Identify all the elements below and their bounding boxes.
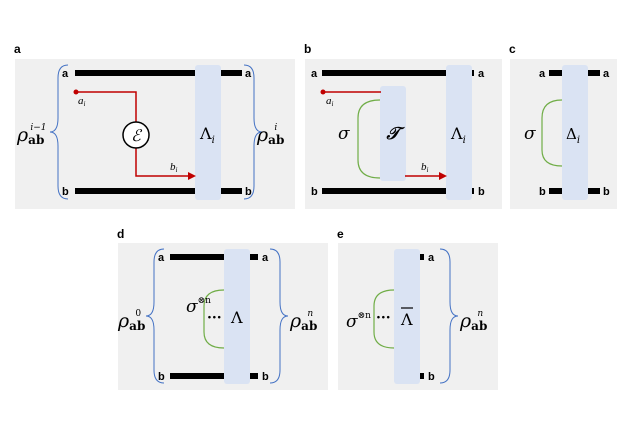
panel-d-wire-bottom <box>170 373 258 379</box>
panel-b-sigma: σ <box>338 124 350 144</box>
panel-a-red-path-lower <box>135 148 190 177</box>
panel-c-wire-top-left-label: a <box>539 68 546 80</box>
panel-b: b a a b b ai bi σ 𝒯 Λi <box>304 42 502 209</box>
panel-b-start-label: ai <box>326 95 334 108</box>
panel-d-wire-bottom-left-label: b <box>158 371 165 383</box>
panel-d-wire-top-right-label: a <box>262 252 269 264</box>
panel-a-node-circle <box>122 121 150 149</box>
panel-b-wire-bottom-right-label: b <box>478 186 485 198</box>
panel-c-wire-bottom-left-label: b <box>539 186 546 198</box>
panel-b-wire-top <box>322 70 474 76</box>
panel-c-wire-bottom-right-label: b <box>603 186 610 198</box>
panel-b-end-label: bi <box>421 161 429 174</box>
panel-e-output-state: ρabn <box>459 309 487 333</box>
panel-e-sigma: σ⊗n <box>346 311 371 332</box>
panel-a-output-state: ρabi <box>256 123 284 147</box>
panel-c-label: c <box>509 42 516 56</box>
panel-a-channel-label: Λi <box>199 124 215 146</box>
panel-d-wire-bottom-right-label: b <box>262 371 269 383</box>
panel-d-label: d <box>117 227 124 241</box>
panel-e-label: e <box>337 227 344 241</box>
panel-c: c a a b b σ Δi <box>509 42 617 209</box>
panel-a-left-brace <box>49 64 69 200</box>
panel-d-green-bracket <box>203 289 225 349</box>
panel-d-channel-label: Λ <box>230 308 243 327</box>
panel-c-wire-top-right-label: a <box>603 68 610 80</box>
panel-a-wire-top-right-label: a <box>245 68 252 80</box>
panel-a-wire-bottom <box>75 188 242 194</box>
panel-c-sigma: σ <box>524 124 536 144</box>
panel-d-input-state: ρab0 <box>117 309 145 333</box>
panel-d-left-brace <box>145 248 165 384</box>
panel-c-wire-top-left <box>549 70 565 76</box>
panel-d-channel-box <box>224 249 250 384</box>
panel-d: d a a b b σ⊗n ··· Λ ρab0 ρabn <box>117 227 328 390</box>
panel-a-label: a <box>14 42 21 56</box>
panel-e-dots: ··· <box>376 310 391 326</box>
panel-d-right-brace <box>269 248 289 384</box>
panel-d-wire-top <box>170 254 258 260</box>
panel-e-channel-label: Λ <box>400 310 413 329</box>
panel-a-input-state: ρabi−1 <box>16 123 47 147</box>
panel-a-wire-top <box>75 70 242 76</box>
panel-a-start-label: ai <box>78 95 86 108</box>
panel-e-wire-top-right-label: a <box>428 252 435 264</box>
panel-b-wire-bottom-left-label: b <box>311 186 318 198</box>
panel-d-output-state: ρabn <box>289 309 317 333</box>
panel-d-sigma: σ⊗n <box>186 296 211 317</box>
panel-c-wire-top-right <box>586 70 600 76</box>
panel-c-channel-label: Δi <box>566 125 580 146</box>
panel-a-wire-bottom-left-label: b <box>62 186 69 198</box>
panel-a-wire-bottom-right-label: b <box>245 186 252 198</box>
panel-e-channel-box <box>394 249 420 384</box>
panel-a-wire-top-left-label: a <box>62 68 69 80</box>
panel-c-wire-bottom-left <box>549 188 565 194</box>
panel-d-dots: ··· <box>207 310 222 326</box>
panel-b-label: b <box>304 42 311 56</box>
panel-c-wire-bottom-right <box>586 188 600 194</box>
panel-b-wire-bottom <box>322 188 474 194</box>
panel-b-channel-label: Λi <box>450 124 466 146</box>
panel-a-end-label: bi <box>170 161 178 174</box>
panel-a-right-brace <box>243 64 263 200</box>
panel-c-green-bracket <box>541 99 563 167</box>
panel-a-background <box>15 59 295 209</box>
panel-a-node-symbol: ℰ <box>131 126 143 145</box>
panel-a-channel-box <box>195 65 221 200</box>
panel-e-right-brace <box>439 248 459 384</box>
panel-a-red-path <box>76 91 137 122</box>
panel-b-wire-top-right-label: a <box>478 68 485 80</box>
panel-b-red-arrowhead <box>439 172 447 180</box>
panel-b-channel-box <box>446 65 472 200</box>
panel-a-red-arrowhead <box>188 172 196 180</box>
panel-b-wire-top-left-label: a <box>311 68 318 80</box>
panel-e: e a b σ⊗n ··· Λ ρabn <box>337 227 498 390</box>
panel-b-middle-box <box>380 86 406 181</box>
panel-b-green-bracket <box>357 99 381 179</box>
panel-e-green-bracket <box>373 289 395 349</box>
panel-e-wire-bottom-right-label: b <box>428 371 435 383</box>
panel-a: a a a b b ℰ ai bi Λi ρabi−1 ρabi <box>14 42 295 209</box>
panel-d-background <box>118 243 328 390</box>
panel-d-wire-top-left-label: a <box>158 252 165 264</box>
panel-c-channel-box <box>562 65 588 200</box>
